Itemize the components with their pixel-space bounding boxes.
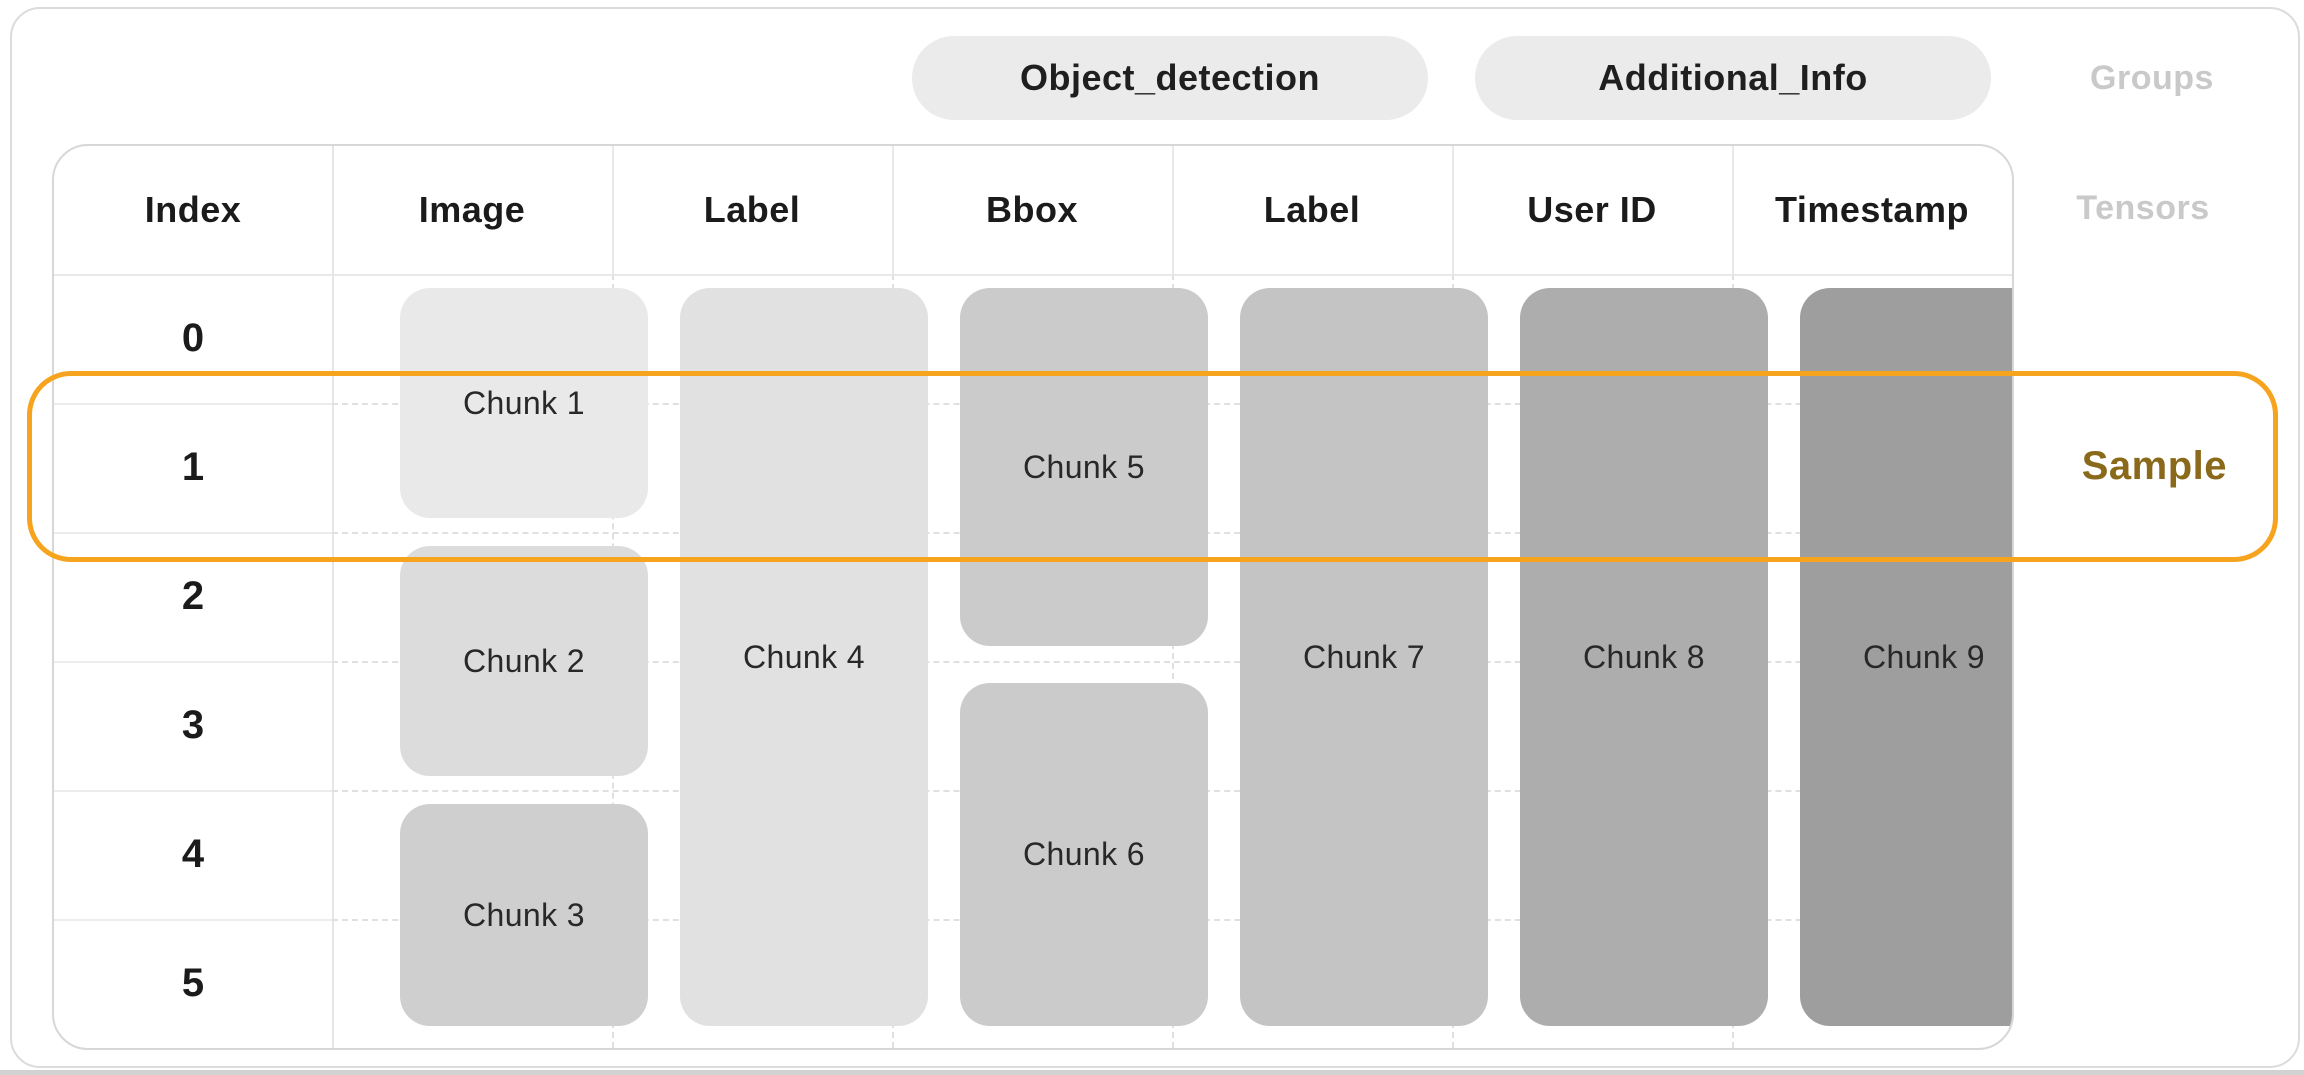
chunk-9-label: Chunk 9 — [1863, 638, 1985, 675]
row-index-1: 1 — [181, 445, 205, 489]
row-index-3: 3 — [181, 703, 205, 747]
row-divider — [54, 919, 332, 921]
sample-label: Sample — [2081, 444, 2227, 488]
sample-row-highlight[interactable]: Sample — [27, 371, 2278, 562]
column-divider — [1732, 146, 1734, 274]
chunk-5-block[interactable]: Chunk 5 — [960, 288, 1208, 646]
column-header-image: Image — [418, 189, 526, 230]
chunk-4-label: Chunk 4 — [743, 638, 865, 675]
page-bottom-edge — [0, 1070, 2304, 1075]
chunk-5-label: Chunk 5 — [1023, 448, 1145, 485]
group-pill-label: Additional_Info — [1598, 57, 1868, 98]
column-divider — [332, 146, 334, 1048]
chunk-2-label: Chunk 2 — [463, 642, 585, 679]
chunk-9-block[interactable]: Chunk 9 — [1800, 288, 2012, 1026]
chunk-6-label: Chunk 6 — [1023, 836, 1145, 872]
chunk-1-block[interactable]: Chunk 1 — [400, 288, 648, 518]
group-pill-object-detection[interactable]: Object_detection — [912, 36, 1428, 120]
chunk-1-label: Chunk 1 — [463, 384, 585, 421]
group-pill-label: Object_detection — [1019, 57, 1321, 98]
chunk-2-block[interactable]: Chunk 2 — [400, 546, 648, 776]
header-divider — [54, 274, 2012, 276]
tensor-table: Index Image Label Bbox Label User ID Tim… — [52, 144, 2014, 1050]
row-index-0: 0 — [181, 316, 205, 360]
column-header-bbox: Bbox — [986, 189, 1078, 230]
column-divider — [1452, 146, 1454, 274]
row-index-2: 2 — [181, 574, 205, 618]
chunk-3-label: Chunk 3 — [463, 896, 585, 933]
tensors-side-label: Tensors — [2076, 189, 2210, 227]
chunk-6-block[interactable]: Chunk 6 — [960, 683, 1208, 1026]
row-divider — [54, 661, 332, 663]
row-divider-dashed — [332, 661, 2012, 663]
chunk-4-block[interactable]: Chunk 4 — [680, 288, 928, 1026]
row-divider — [54, 532, 332, 534]
chunk-7-label: Chunk 7 — [1303, 638, 1425, 675]
groups-side-label: Groups — [2090, 59, 2214, 97]
chunk-8-label: Chunk 8 — [1583, 638, 1705, 675]
column-header-index: Index — [144, 189, 242, 230]
column-divider — [892, 146, 894, 274]
group-pill-additional-info[interactable]: Additional_Info — [1475, 36, 1991, 120]
column-header-timestamp: Timestamp — [1775, 189, 1969, 230]
row-divider — [54, 790, 332, 792]
column-header-label: Label — [703, 189, 801, 230]
chunk-3-block[interactable]: Chunk 3 — [400, 804, 648, 1026]
column-header-user-id: User ID — [1527, 189, 1657, 230]
row-index-5: 5 — [181, 961, 205, 1005]
row-index-4: 4 — [181, 832, 205, 876]
chunk-8-block[interactable]: Chunk 8 — [1520, 288, 1768, 1026]
column-divider — [612, 146, 614, 274]
column-header-label-2: Label — [1263, 189, 1361, 230]
row-divider — [54, 403, 332, 405]
column-divider — [1172, 146, 1174, 274]
chunk-7-block[interactable]: Chunk 7 — [1240, 288, 1488, 1026]
